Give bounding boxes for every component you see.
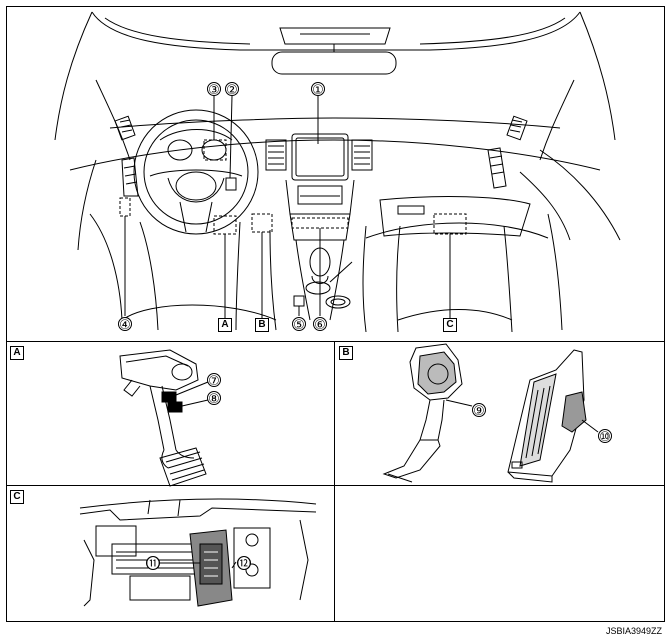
letter-b-label: B (255, 318, 269, 332)
location-box-3 (203, 139, 227, 161)
stop-lamp-switch (167, 401, 183, 413)
leader-9 (445, 399, 473, 407)
callout-6: ⑥ (314, 318, 326, 333)
location-box-b (251, 213, 273, 233)
callout-circle-7 (207, 373, 221, 387)
leader-8 (181, 399, 209, 407)
location-box-6 (291, 217, 349, 229)
callout-circle-3 (207, 82, 221, 96)
vent-right (506, 115, 528, 141)
steering-wheel (133, 109, 259, 235)
location-box-2 (225, 177, 237, 191)
callout-circle-5 (292, 317, 306, 331)
brake-pedal-illustration (119, 349, 209, 487)
center-display (291, 133, 349, 181)
ecm-area-illustration (79, 498, 317, 607)
passenger-seat (362, 213, 563, 333)
divider-horizontal-1 (6, 341, 665, 342)
letter-c-label: C (443, 318, 457, 332)
callout-9: ⑨ (473, 404, 485, 419)
callout-circle-11 (146, 556, 160, 570)
leader-2 (229, 95, 233, 179)
vent-left (114, 115, 136, 141)
divider-horizontal-2 (6, 485, 665, 486)
diagram-frame (6, 6, 665, 622)
callout-7: ⑦ (208, 374, 220, 389)
callout-10: ⑩ (599, 430, 611, 445)
divider-vertical (334, 341, 335, 622)
accelerator-pedal-right (507, 349, 599, 483)
callout-1: ① (312, 83, 324, 98)
panel-a-label: A (10, 346, 24, 360)
cup-holder (325, 295, 351, 309)
callout-circle-12 (237, 556, 251, 570)
glove-box (379, 196, 531, 237)
vent-far-left (121, 157, 139, 197)
callout-3: ③ (208, 83, 220, 98)
letter-a-label: A (218, 318, 232, 332)
callout-circle-4 (118, 317, 132, 331)
location-box-a (213, 215, 237, 235)
leader-12 (231, 561, 237, 569)
callout-circle-2 (225, 82, 239, 96)
callout-circle-1 (311, 82, 325, 96)
callout-2: ② (226, 83, 238, 98)
callout-circle-6 (313, 317, 327, 331)
location-box-4 (119, 197, 131, 217)
brake-switch (161, 391, 177, 403)
dashboard-view (54, 11, 621, 333)
panel-c-label: C (10, 490, 24, 504)
leader-7 (175, 381, 209, 396)
callout-circle-8 (207, 391, 221, 405)
callout-12: ⑫ (237, 557, 250, 572)
location-box-5 (293, 295, 305, 307)
leader-10 (581, 419, 599, 433)
accelerator-pedal-left (382, 343, 473, 483)
callout-5: ⑤ (293, 318, 305, 333)
callout-11: ⑪ (146, 557, 159, 572)
rearview-mirror (271, 51, 397, 75)
vent-center-right (351, 139, 373, 171)
vent-far-right (487, 147, 507, 189)
callout-circle-10 (598, 429, 612, 443)
vent-center-left (265, 139, 287, 171)
callout-8: ⑧ (208, 392, 220, 407)
driver-seat (89, 213, 277, 331)
callout-4: ④ (119, 318, 131, 333)
callout-circle-9 (472, 403, 486, 417)
meter-cluster (159, 129, 233, 141)
panel-b-label: B (339, 346, 353, 360)
figure-code: JSBIA3949ZZ (605, 626, 662, 636)
